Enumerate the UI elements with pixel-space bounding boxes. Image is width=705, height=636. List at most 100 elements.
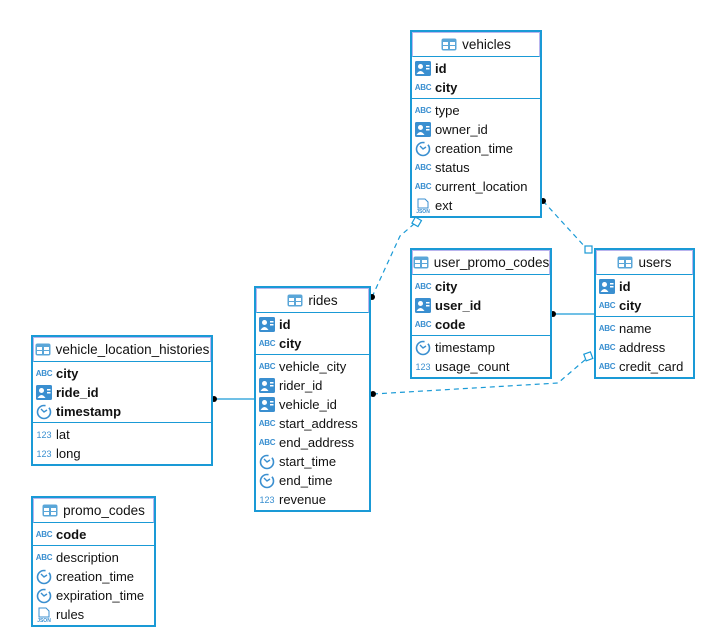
column-name: start_address (279, 416, 358, 431)
text-type-icon: ABC (414, 282, 432, 291)
column-row[interactable]: creation_time (412, 139, 540, 158)
table-icon (617, 255, 633, 271)
key-column-row[interactable]: user_id (412, 296, 550, 315)
key-id-icon (415, 61, 431, 77)
clock-icon (415, 141, 431, 157)
column-row[interactable]: expiration_time (33, 586, 154, 605)
column-name: owner_id (435, 122, 488, 137)
column-name: city (56, 366, 79, 381)
column-row[interactable]: rider_id (256, 376, 369, 395)
text-type-icon: ABC (598, 343, 616, 352)
column-row[interactable]: owner_id (412, 120, 540, 139)
column-name: lat (56, 427, 70, 442)
rel-rides-users (372, 358, 587, 395)
column-name: creation_time (56, 569, 135, 584)
column-row[interactable]: end_time (256, 471, 369, 490)
table-header[interactable]: vehicles (412, 32, 540, 57)
key-id-icon (259, 317, 275, 333)
table-icon (441, 37, 457, 53)
table-header[interactable]: promo_codes (33, 498, 154, 523)
table-header[interactable]: user_promo_codes (412, 250, 550, 275)
column-row[interactable]: timestamp (412, 338, 550, 357)
table-icon (413, 255, 429, 271)
key-column-row[interactable]: id (412, 59, 540, 78)
column-name: expiration_time (56, 588, 145, 603)
json-file-icon: JSON (415, 198, 431, 214)
key-id-icon (259, 378, 275, 394)
table-header[interactable]: rides (256, 288, 369, 313)
column-name: type (435, 103, 460, 118)
key-id-icon (36, 385, 52, 401)
column-name: city (279, 336, 302, 351)
rel-dot (370, 391, 376, 397)
column-row[interactable]: 123 lat (33, 425, 211, 444)
column-name: status (435, 160, 470, 175)
numeric-type-icon: 123 (36, 429, 52, 440)
text-type-icon: ABC (414, 83, 432, 92)
key-column-row[interactable]: id (256, 315, 369, 334)
text-type-icon: ABC (258, 339, 276, 348)
column-name: timestamp (56, 404, 122, 419)
rel-vehicles-users (542, 200, 587, 249)
text-type-icon: ABC (414, 182, 432, 191)
table-header[interactable]: vehicle_location_histories (33, 337, 211, 362)
svg-text:JSON: JSON (416, 209, 430, 214)
table-header[interactable]: users (596, 250, 693, 275)
key-column-row[interactable]: timestamp (33, 402, 211, 421)
column-row[interactable]: start_time (256, 452, 369, 471)
clock-icon (36, 588, 52, 604)
text-type-icon: ABC (598, 324, 616, 333)
table-name: vehicles (462, 37, 511, 52)
key-id-icon (259, 397, 275, 413)
table-icon (42, 503, 58, 519)
column-name: timestamp (435, 340, 495, 355)
column-row[interactable]: vehicle_id (256, 395, 369, 414)
key-column-row[interactable]: id (596, 277, 693, 296)
table-name: user_promo_codes (433, 255, 550, 270)
column-row[interactable]: creation_time (33, 567, 154, 586)
text-type-icon: ABC (35, 369, 53, 378)
column-name: address (619, 340, 666, 355)
column-name: vehicle_city (279, 359, 347, 374)
column-name: vehicle_id (279, 397, 337, 412)
rel-end-square (583, 351, 594, 362)
key-column-row[interactable]: ride_id (33, 383, 211, 402)
key-id-icon (415, 122, 431, 138)
